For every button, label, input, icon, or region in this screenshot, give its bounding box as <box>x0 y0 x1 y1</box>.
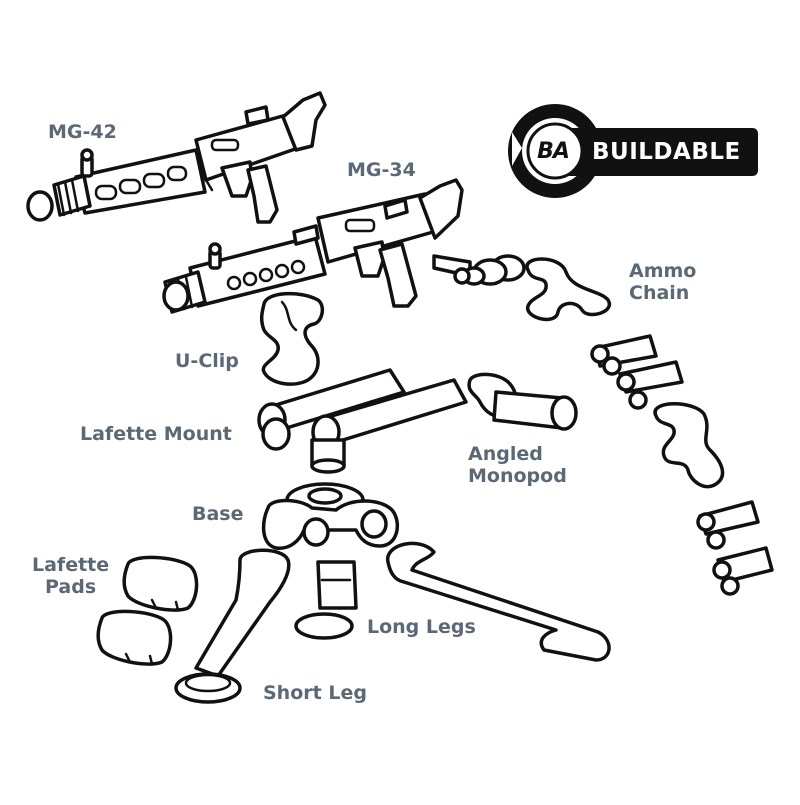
label-short-leg: Short Leg <box>263 682 367 704</box>
buildable-logo-word: BUILDABLE <box>592 139 741 165</box>
mg42-gun-drawing <box>26 91 327 224</box>
label-long-legs: Long Legs <box>367 616 476 638</box>
label-lafette-pads-line2: Pads <box>44 576 97 598</box>
base-drawing <box>261 482 400 550</box>
label-angled-monopod-line1: Angled <box>468 443 543 465</box>
label-ammo-chain-line1: Ammo <box>629 260 697 282</box>
lafette-mount-drawing <box>257 368 468 474</box>
mg34-gun-drawing <box>162 178 464 314</box>
label-lafette-pads-line1: Lafette <box>32 554 110 576</box>
angled-monopod-drawing <box>467 372 578 431</box>
label-u-clip: U-Clip <box>175 350 239 372</box>
lafette-pads-drawing <box>96 555 199 666</box>
label-angled-monopod: Angled Monopod <box>468 443 567 487</box>
label-mg42: MG-42 <box>48 121 117 143</box>
label-mg34: MG-34 <box>347 159 416 181</box>
long-legs-drawing <box>294 541 611 662</box>
label-ammo-chain: Ammo Chain <box>629 260 696 304</box>
ammo-chain-drawing <box>432 254 774 596</box>
short-leg-drawing <box>174 548 291 704</box>
buildable-logo-shape <box>507 103 758 198</box>
label-lafette-pads: Lafette Pads <box>32 554 109 598</box>
label-base: Base <box>192 503 244 525</box>
label-angled-monopod-line2: Monopod <box>468 465 567 487</box>
buildable-logo-mark: BA <box>537 139 570 164</box>
u-clip-drawing <box>259 291 325 386</box>
label-ammo-chain-line2: Chain <box>629 282 690 304</box>
label-lafette-mount: Lafette Mount <box>80 423 232 445</box>
